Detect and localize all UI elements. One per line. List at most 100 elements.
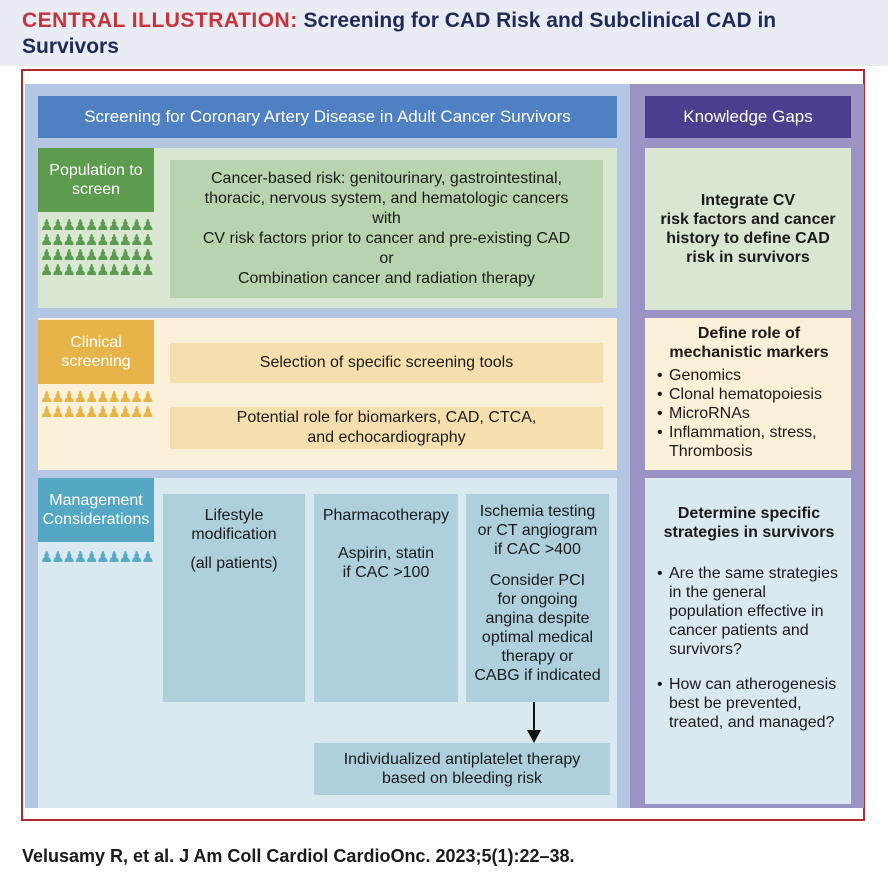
person-icon: ♟ [73, 247, 88, 264]
list-item: Inflammation, stress, Thrombosis [657, 423, 841, 461]
person-icon: ♟ [130, 232, 144, 249]
population-line: Combination cancer and radiation therapy [237, 270, 536, 287]
gap3-title: Determine specific strategies in survivo… [657, 504, 841, 542]
gap2-title: Define role of mechanistic markers [657, 324, 841, 362]
pci-line: therapy or [501, 648, 574, 665]
list-item: Clonal hematopoiesis [657, 385, 841, 404]
person-icon: ♟ [107, 550, 122, 566]
title-text: Screening for CAD Risk and Subclinical C… [22, 9, 777, 58]
antiplatelet-line: based on bleeding risk [381, 770, 543, 787]
person-icon: ♟ [73, 390, 88, 406]
lifestyle-box: Lifestyle modification (all patients) [163, 494, 305, 702]
strategies-list: Are the same strategies in the general p… [657, 564, 841, 732]
person-icon: ♟ [153, 404, 155, 421]
person-icon: ♟ [85, 262, 99, 279]
person-icon: ♟ [141, 218, 154, 234]
lifestyle-line: Lifestyle [204, 507, 264, 524]
pci-line: for ongoing [497, 591, 578, 608]
pci-line: optimal medical [481, 629, 594, 646]
person-icon: ♟ [85, 390, 99, 406]
ischemia-line: if CAC >400 [494, 541, 581, 558]
person-icon: ♟ [51, 232, 65, 249]
screening-tools-box: Selection of specific screening tools [170, 343, 603, 383]
person-icon: ♟ [141, 247, 154, 264]
pharma-line: if CAC >100 [342, 564, 430, 581]
person-icon: ♟ [62, 404, 77, 421]
person-icon: ♟ [62, 232, 77, 249]
person-icon: ♟ [73, 404, 88, 421]
person-icon: ♟ [96, 247, 110, 264]
person-icon: ♟ [85, 404, 99, 421]
lifestyle-line: (all patients) [190, 555, 278, 572]
person-icon: ♟ [141, 390, 154, 406]
antiplatelet-line: Individualized antiplatelet therapy [343, 751, 581, 768]
title-label: CENTRAL ILLUSTRATION: [22, 9, 298, 32]
person-icon: ♟ [85, 218, 99, 234]
person-icon: ♟ [73, 262, 88, 279]
header-band [0, 0, 888, 66]
management-person-icons: ♟♟♟♟♟♟♟♟♟♟♟ [40, 550, 154, 570]
person-icon: ♟ [73, 232, 88, 249]
gap1-line: risk factors and cancer [660, 211, 836, 228]
antiplatelet-box: Individualized antiplatelet therapy base… [314, 743, 610, 795]
person-icon: ♟ [96, 404, 110, 421]
person-icon: ♟ [107, 404, 122, 421]
biomarkers-line: and echocardiography [307, 429, 466, 446]
person-icon: ♟ [153, 550, 155, 566]
population-line: or [379, 250, 394, 267]
markers-list: Genomics Clonal hematopoiesis MicroRNAs … [657, 366, 841, 461]
person-icon: ♟ [51, 390, 65, 406]
biomarkers-box: Potential role for biomarkers, CAD, CTCA… [170, 407, 603, 449]
person-icon: ♟ [51, 218, 65, 234]
person-icon: ♟ [40, 404, 54, 421]
gap3-title-line: strategies in survivors [663, 524, 835, 541]
person-icon: ♟ [107, 262, 122, 279]
person-icon: ♟ [153, 247, 155, 264]
person-icon: ♟ [118, 232, 133, 249]
population-line: Cancer-based risk: genitourinary, gastro… [211, 170, 562, 187]
person-icon: ♟ [107, 247, 122, 264]
person-icon: ♟ [62, 390, 77, 406]
person-icon: ♟ [130, 550, 144, 566]
person-icon: ♟ [51, 247, 65, 264]
person-icon: ♟ [107, 390, 122, 406]
person-icon: ♟ [107, 232, 122, 249]
pharma-line: Aspirin, statin [337, 545, 435, 562]
person-icon: ♟ [118, 550, 133, 566]
person-icon: ♟ [85, 550, 99, 566]
population-line: CV risk factors prior to cancer and pre-… [202, 230, 571, 247]
pharma-line: Pharmacotherapy [322, 507, 450, 524]
arrow-down-icon [527, 702, 541, 743]
biomarkers-line: Potential role for biomarkers, CAD, CTCA… [236, 409, 537, 426]
management-tab: Management Considerations [38, 478, 154, 542]
person-icon: ♟ [40, 232, 54, 249]
page-title: CENTRAL ILLUSTRATION: Screening for CAD … [22, 8, 862, 60]
gap2-title-line: Define role of [697, 325, 801, 342]
person-icon: ♟ [153, 232, 155, 249]
gap1-line: history to define CAD [666, 230, 830, 247]
ischemia-line: Ischemia testing [479, 503, 596, 520]
person-icon: ♟ [118, 390, 133, 406]
person-icon: ♟ [73, 550, 88, 566]
person-icon: ♟ [40, 218, 54, 234]
list-item: Are the same strategies in the general p… [657, 564, 841, 659]
clinical-person-icons: ♟♟♟♟♟♟♟♟♟♟♟♟♟♟♟♟♟♟♟♟♟♟ [40, 390, 154, 432]
person-icon: ♟ [141, 262, 154, 279]
pci-line: Consider PCI [489, 572, 586, 589]
person-icon: ♟ [40, 390, 54, 406]
clinical-tab: Clinical screening [38, 320, 154, 384]
population-person-icons: ♟♟♟♟♟♟♟♟♟♟♟♟♟♟♟♟♟♟♟♟♟♟♟♟♟♟♟♟♟♟♟♟♟♟♟♟♟♟♟♟… [40, 218, 154, 304]
person-icon: ♟ [51, 550, 65, 566]
pci-line: angina despite [485, 610, 590, 627]
gap3-title-line: Determine specific [677, 505, 821, 522]
person-icon: ♟ [62, 262, 77, 279]
person-icon: ♟ [96, 218, 110, 234]
person-icon: ♟ [96, 262, 110, 279]
person-icon: ♟ [141, 550, 154, 566]
gap1-line: risk in survivors [686, 249, 810, 266]
main-panel-header: Screening for Coronary Artery Disease in… [38, 96, 617, 138]
person-icon: ♟ [153, 390, 155, 406]
person-icon: ♟ [96, 390, 110, 406]
person-icon: ♟ [40, 247, 54, 264]
gap2-title-line: mechanistic markers [669, 344, 829, 361]
